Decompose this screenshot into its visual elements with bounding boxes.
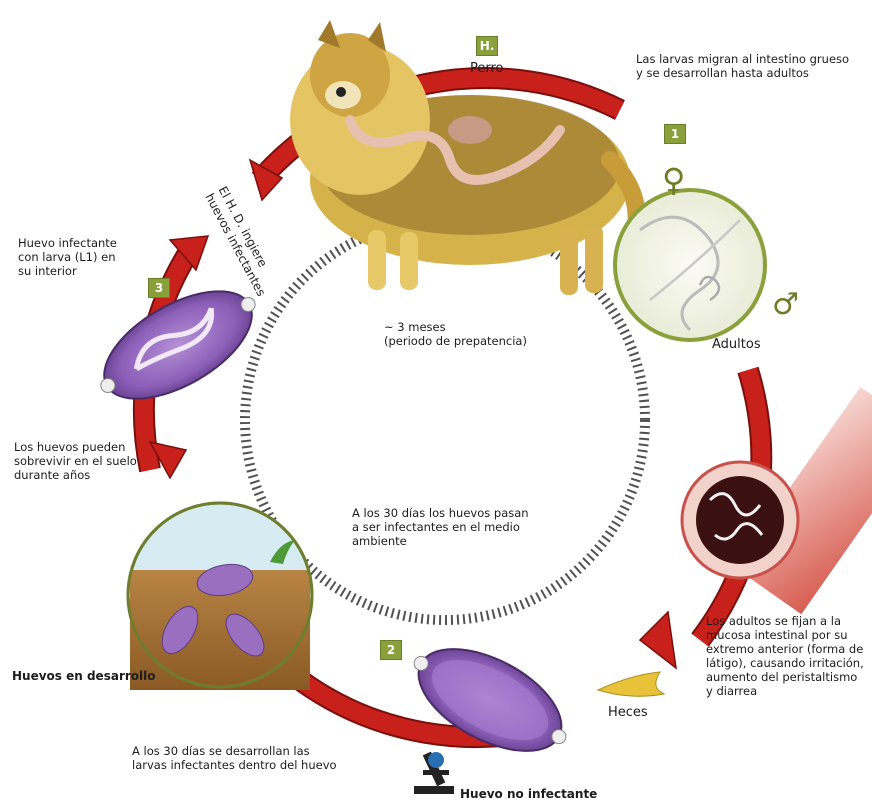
adults-label: Adultos [712,336,761,353]
male-symbol: ♂ [772,290,799,320]
host-label: Perro [470,60,504,77]
larvae-develop-text: A los 30 días se desarrollan las larvas … [132,744,337,772]
eggs-survive-text: Los huevos pueden sobrevivir en el suelo… [14,440,137,482]
env-infective-text: A los 30 días los huevos pasan a ser inf… [352,506,529,548]
soil-eggs-circle [128,503,312,690]
dog-illustration [290,20,637,295]
infective-egg-text: Huevo infectante con larva (L1) en su in… [18,236,117,278]
feces-icon [598,672,664,696]
host-badge: H. [476,36,498,56]
feces-label: Heces [608,704,648,721]
step-3-badge: 3 [148,278,170,298]
egg-icon [396,625,584,775]
larvae-migrate-text: Las larvas migran al intestino grueso y … [636,52,849,80]
developing-eggs-label: Huevos en desarrollo [12,668,156,685]
prepatency-text: ~ 3 meses (periodo de prepatencia) [384,320,527,348]
intestine-section-circle [682,387,872,614]
microscope-icon [414,752,454,794]
female-symbol: ♀ [662,164,685,196]
adults-attach-text: Los adultos se fijan a la mucosa intesti… [706,614,864,698]
non-infective-egg-label: Huevo no infectante [460,786,597,803]
adult-worms-circle [615,190,765,340]
step-1-badge: 1 [664,124,686,144]
step-2-badge: 2 [380,640,402,660]
